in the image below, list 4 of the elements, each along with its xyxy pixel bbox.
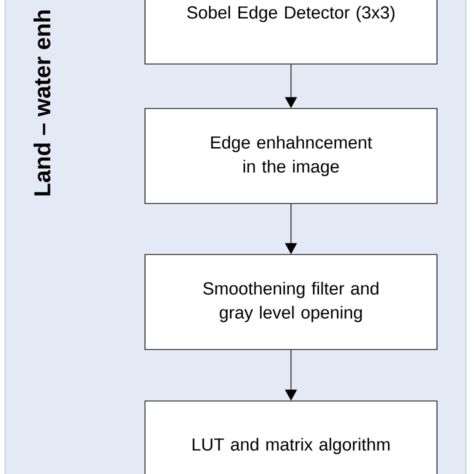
process-box: Edge enhahncement in the image [144,108,438,204]
process-box: LUT and matrix algorithm [144,400,438,474]
process-box: Smoothening filter and gray level opening [144,254,438,350]
process-box: Sobel Edge Detector (3x3) [144,0,438,64]
